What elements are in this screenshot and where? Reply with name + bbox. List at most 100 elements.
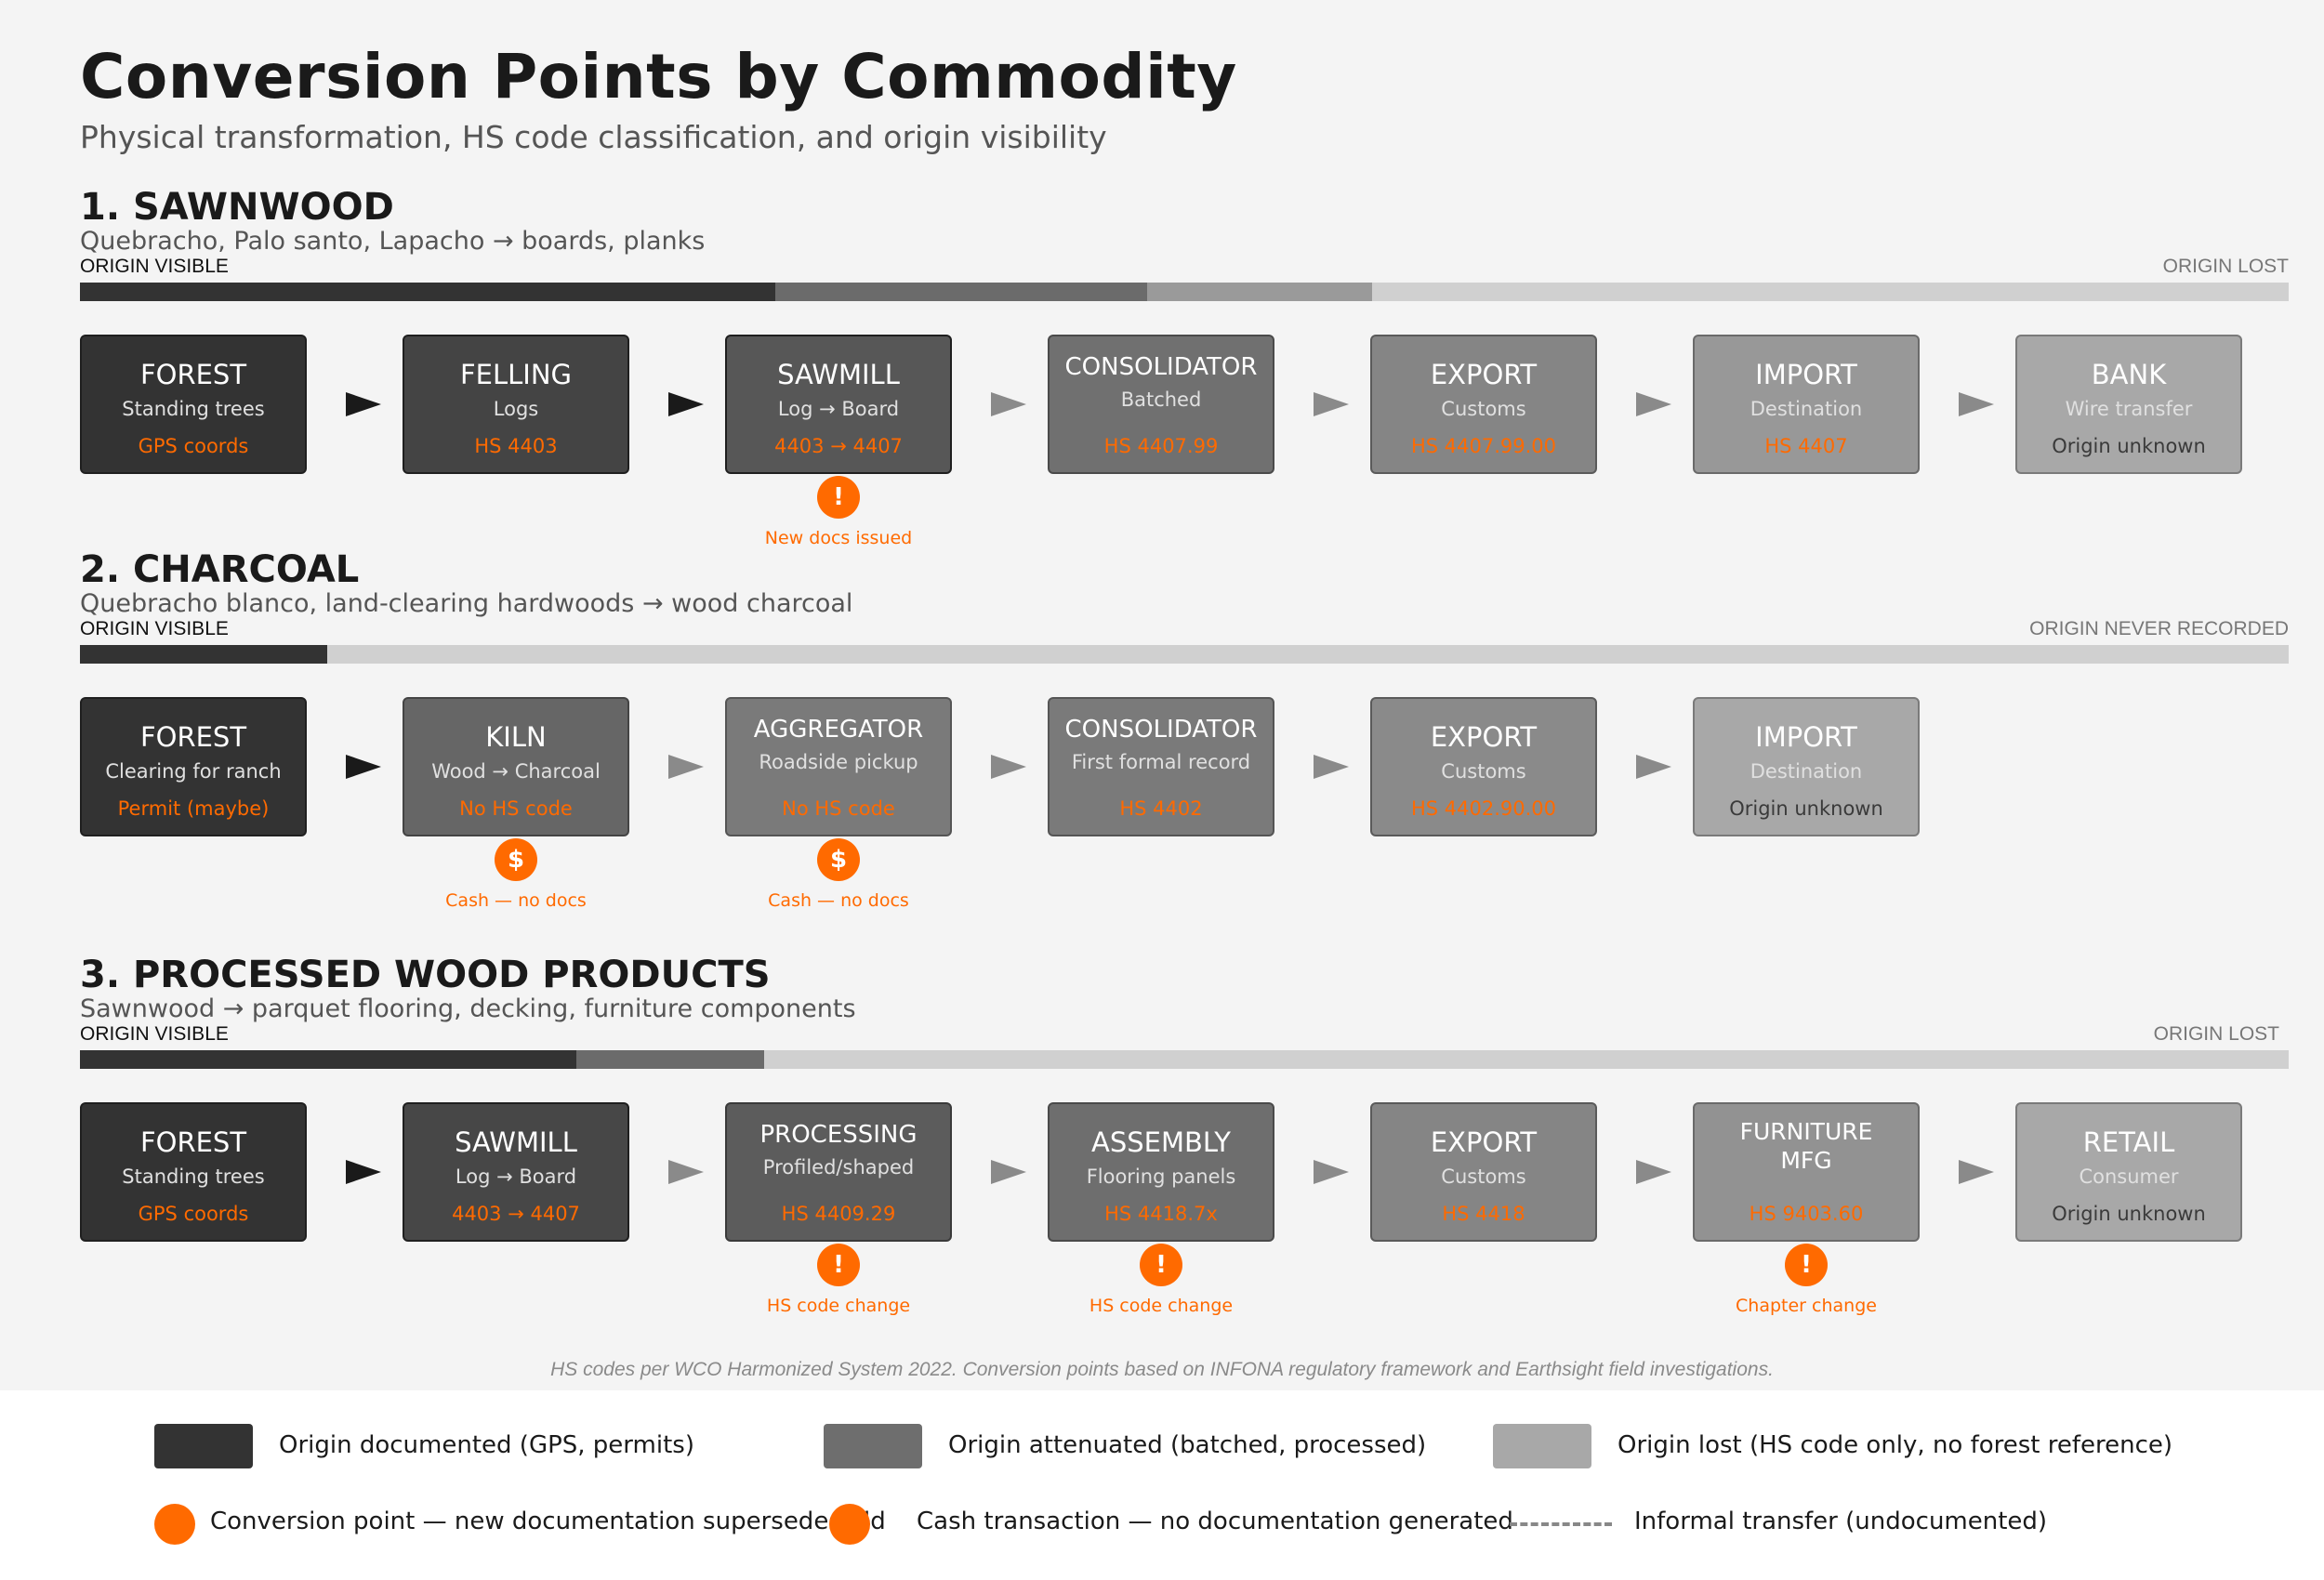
conversion-point-icon: ! (817, 1244, 860, 1286)
node-name: CONSOLIDATOR (1064, 716, 1258, 744)
badge-label: HS code change (766, 1296, 911, 1316)
node-code: HS 4407 (1764, 435, 1848, 457)
arrow (991, 392, 1026, 416)
origin-visible-label: ORIGIN VISIBLE (80, 1023, 229, 1045)
node-name: FOREST (139, 1126, 247, 1158)
legend-label-attenuated: Origin attenuated (batched, processed) (948, 1431, 1427, 1459)
node-export: EXPORT Customs HS 4418 (1370, 1102, 1597, 1242)
origin-lost-label: ORIGIN LOST (2153, 1023, 2279, 1045)
legend-label-lost: Origin lost (HS code only, no forest ref… (1618, 1431, 2173, 1459)
section-subtitle: Sawnwood → parquet flooring, decking, fu… (80, 994, 856, 1023)
node-name: EXPORT (1430, 359, 1538, 390)
node-code: HS 4409.29 (781, 1203, 896, 1225)
node-code: HS 4402.90.00 (1410, 797, 1557, 820)
node-code: No HS code (782, 797, 895, 820)
node-sub: Standing trees (122, 1165, 265, 1188)
node-bank: BANK Wire transfer Origin unknown (2015, 335, 2242, 474)
node-sawmill: SAWMILL Log → Board 4403 → 4407 (725, 335, 952, 474)
diagram-subtitle: Physical transformation, HS code classif… (80, 119, 1107, 155)
arrow (1314, 1160, 1349, 1184)
legend-swatch-attenuated (824, 1424, 922, 1468)
node-name: BANK (2091, 359, 2167, 390)
origin-never-recorded-label: ORIGIN NEVER RECORDED (2029, 618, 2289, 639)
node-sub: Log → Board (455, 1165, 577, 1188)
node-sub: Logs (493, 398, 539, 420)
origin-lost-label: ORIGIN LOST (2162, 256, 2289, 277)
node-sub: Wire transfer (2065, 398, 2193, 420)
node-name: EXPORT (1430, 721, 1538, 753)
node-code: HS 4407.99.00 (1410, 435, 1557, 457)
section-subtitle: Quebracho, Palo santo, Lapacho → boards,… (80, 227, 706, 256)
legend-dashed-line-icon (1510, 1522, 1612, 1526)
node-name: AGGREGATOR (753, 716, 924, 744)
node-assembly: ASSEMBLY Flooring panels HS 4418.7x (1048, 1102, 1274, 1242)
legend-label-informal: Informal transfer (undocumented) (1634, 1508, 2048, 1535)
node-forest: FOREST Clearing for ranch Permit (maybe) (80, 697, 307, 836)
node-sub: Customs (1441, 760, 1526, 783)
node-retail: RETAIL Consumer Origin unknown (2015, 1102, 2242, 1242)
legend-label-documented: Origin documented (GPS, permits) (279, 1431, 694, 1459)
badge-label: New docs issued (764, 528, 913, 548)
node-code: GPS coords (138, 1203, 249, 1225)
node-export: EXPORT Customs HS 4402.90.00 (1370, 697, 1597, 836)
arrow (1636, 755, 1671, 779)
node-sub: Customs (1441, 1165, 1526, 1188)
arrow (1314, 392, 1349, 416)
node-code: HS 4418.7x (1104, 1203, 1218, 1225)
arrow (1959, 392, 1994, 416)
node-code: Origin unknown (2052, 1203, 2206, 1225)
node-consolidator: CONSOLIDATOR Batched HS 4407.99 (1048, 335, 1274, 474)
section-title: 2. CHARCOAL (80, 548, 360, 591)
node-forest: FOREST Standing trees GPS coords (80, 1102, 307, 1242)
bar-segment-lost (327, 645, 2289, 664)
bar-segment-attenuated (576, 1050, 764, 1069)
node-name: EXPORT (1430, 1126, 1538, 1158)
bar-segment-documented (80, 283, 775, 301)
node-code: HS 9403.60 (1749, 1203, 1864, 1225)
conversion-point-icon: ! (1785, 1244, 1828, 1286)
node-name: IMPORT (1755, 721, 1857, 753)
node-code: GPS coords (138, 435, 249, 457)
legend-label-cash: Cash transaction — no documentation gene… (917, 1508, 1513, 1535)
bar-segment-documented (80, 1050, 576, 1069)
node-sub: First formal record (1071, 751, 1251, 773)
badge-label: Cash — no docs (768, 890, 909, 911)
section-charcoal: 2. CHARCOAL Quebracho blanco, land-clear… (0, 548, 2324, 939)
node-code: HS 4418 (1442, 1203, 1525, 1225)
arrow (1636, 392, 1671, 416)
legend-swatch-lost (1493, 1424, 1591, 1468)
diagram-title: Conversion Points by Commodity (80, 41, 1237, 112)
node-sub: Consumer (2079, 1165, 2179, 1188)
node-code: No HS code (459, 797, 573, 820)
legend-cash-icon (829, 1504, 870, 1545)
node-name: SAWMILL (777, 359, 900, 390)
origin-visibility-bar (80, 283, 2289, 301)
node-sub: Destination (1750, 760, 1863, 783)
node-name: PROCESSING (759, 1121, 918, 1149)
node-name: CONSOLIDATOR (1064, 353, 1258, 381)
arrow (991, 755, 1026, 779)
conversion-point-icon: ! (1140, 1244, 1182, 1286)
section-title: 3. PROCESSED WOOD PRODUCTS (80, 954, 771, 996)
conversion-point-icon: ! (817, 476, 860, 519)
node-code: HS 4407.99 (1103, 435, 1219, 457)
node-name: KILN (485, 721, 547, 753)
node-consolidator: CONSOLIDATOR First formal record HS 4402 (1048, 697, 1274, 836)
node-aggregator: AGGREGATOR Roadside pickup No HS code (725, 697, 952, 836)
node-name: FOREST (139, 359, 247, 390)
cash-icon: $ (495, 838, 537, 881)
arrow (1314, 755, 1349, 779)
node-name: ASSEMBLY (1091, 1126, 1231, 1158)
arrow (346, 755, 381, 779)
arrow (1959, 1160, 1994, 1184)
badge-label: Cash — no docs (445, 890, 587, 911)
section-sawnwood: 1. SAWNWOOD Quebracho, Palo santo, Lapac… (0, 186, 2324, 558)
origin-visible-label: ORIGIN VISIBLE (80, 618, 229, 639)
footnote: HS codes per WCO Harmonized System 2022.… (550, 1359, 1774, 1380)
section-subtitle: Quebracho blanco, land-clearing hardwood… (80, 589, 853, 618)
node-processing: PROCESSING Profiled/shaped HS 4409.29 (725, 1102, 952, 1242)
badge-label: HS code change (1089, 1296, 1234, 1316)
node-sawmill: SAWMILL Log → Board 4403 → 4407 (403, 1102, 629, 1242)
